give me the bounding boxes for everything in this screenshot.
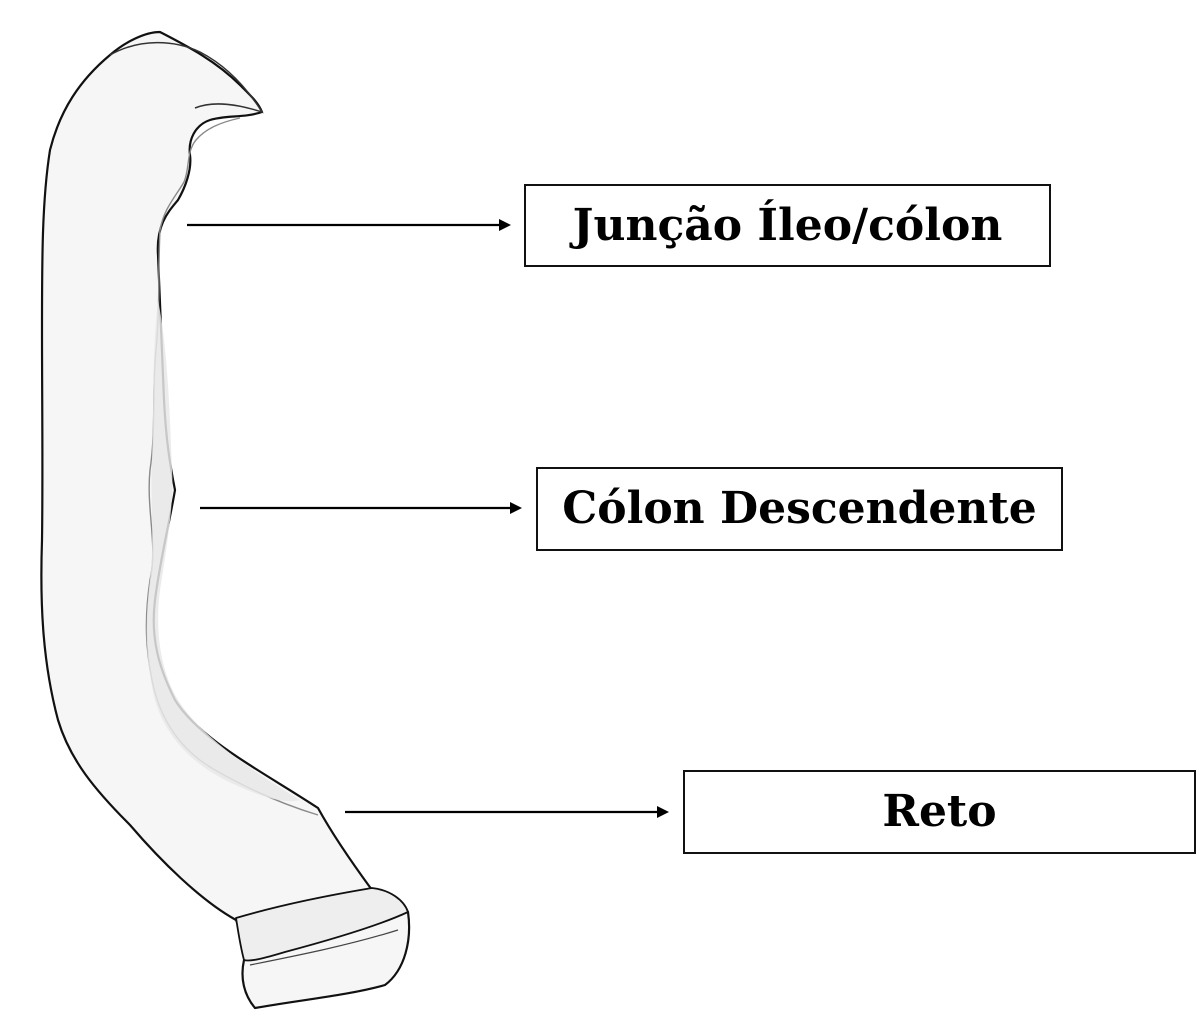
mucosa-shadow xyxy=(147,300,300,801)
label-reto: Reto xyxy=(882,790,996,834)
label-colon-descendente: Cólon Descendente xyxy=(562,487,1037,531)
arrow-reto-head xyxy=(657,806,669,818)
arrow-colon-descendente-head xyxy=(510,502,522,514)
label-box-ileo-colon: Junção Íleo/cólon xyxy=(524,184,1051,267)
label-box-reto: Reto xyxy=(683,770,1196,854)
colon-specimen xyxy=(41,32,409,1008)
label-box-colon-descendente: Cólon Descendente xyxy=(536,467,1063,551)
arrow-ileo-colon-head xyxy=(499,219,511,231)
colon-outline xyxy=(41,32,409,1008)
label-ileo-colon: Junção Íleo/cólon xyxy=(573,204,1003,248)
